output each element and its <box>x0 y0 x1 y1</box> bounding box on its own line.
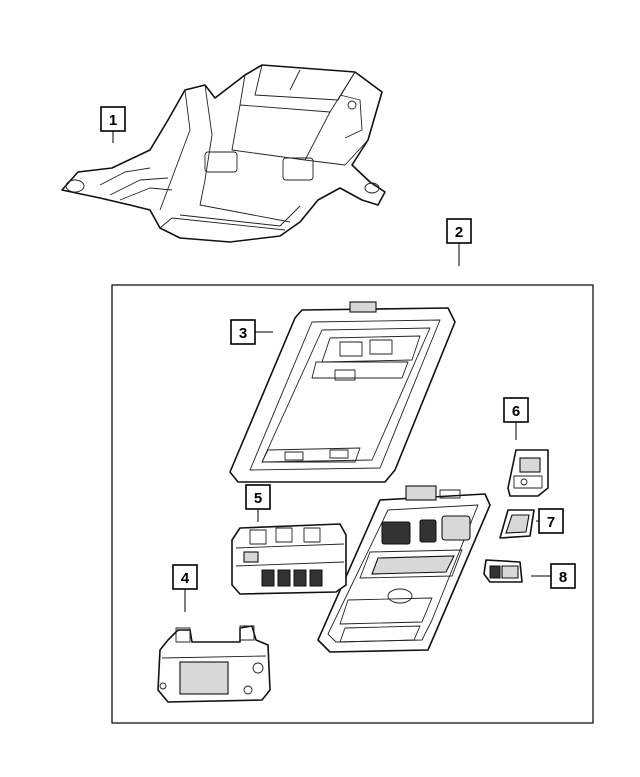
callout-label: 8 <box>559 569 567 586</box>
callout-5: 5 <box>245 484 271 510</box>
callout-8: 8 <box>550 563 576 589</box>
part-4-receiver <box>157 625 271 703</box>
callout-label: 6 <box>512 403 520 420</box>
leader-lines <box>112 131 551 612</box>
callout-4: 4 <box>172 564 198 590</box>
callout-2: 2 <box>446 218 472 244</box>
callout-label: 4 <box>181 570 190 587</box>
part-8-switch <box>483 559 523 583</box>
callout-1: 1 <box>100 106 126 132</box>
callout-label: 2 <box>455 224 463 241</box>
console-housing <box>317 485 491 653</box>
callout-label: 5 <box>254 490 262 507</box>
callout-label: 1 <box>109 112 117 129</box>
part-3-bezel <box>229 301 456 483</box>
part-5-module <box>231 523 347 595</box>
part-1-bracket <box>61 64 386 243</box>
callout-7: 7 <box>538 508 564 534</box>
assembly-frame <box>111 284 594 724</box>
part-6-switch <box>507 449 549 497</box>
callout-3: 3 <box>230 319 256 345</box>
part-7-lens <box>499 509 535 539</box>
callout-label: 7 <box>547 514 555 531</box>
callout-6: 6 <box>503 397 529 423</box>
callout-label: 3 <box>239 325 247 342</box>
